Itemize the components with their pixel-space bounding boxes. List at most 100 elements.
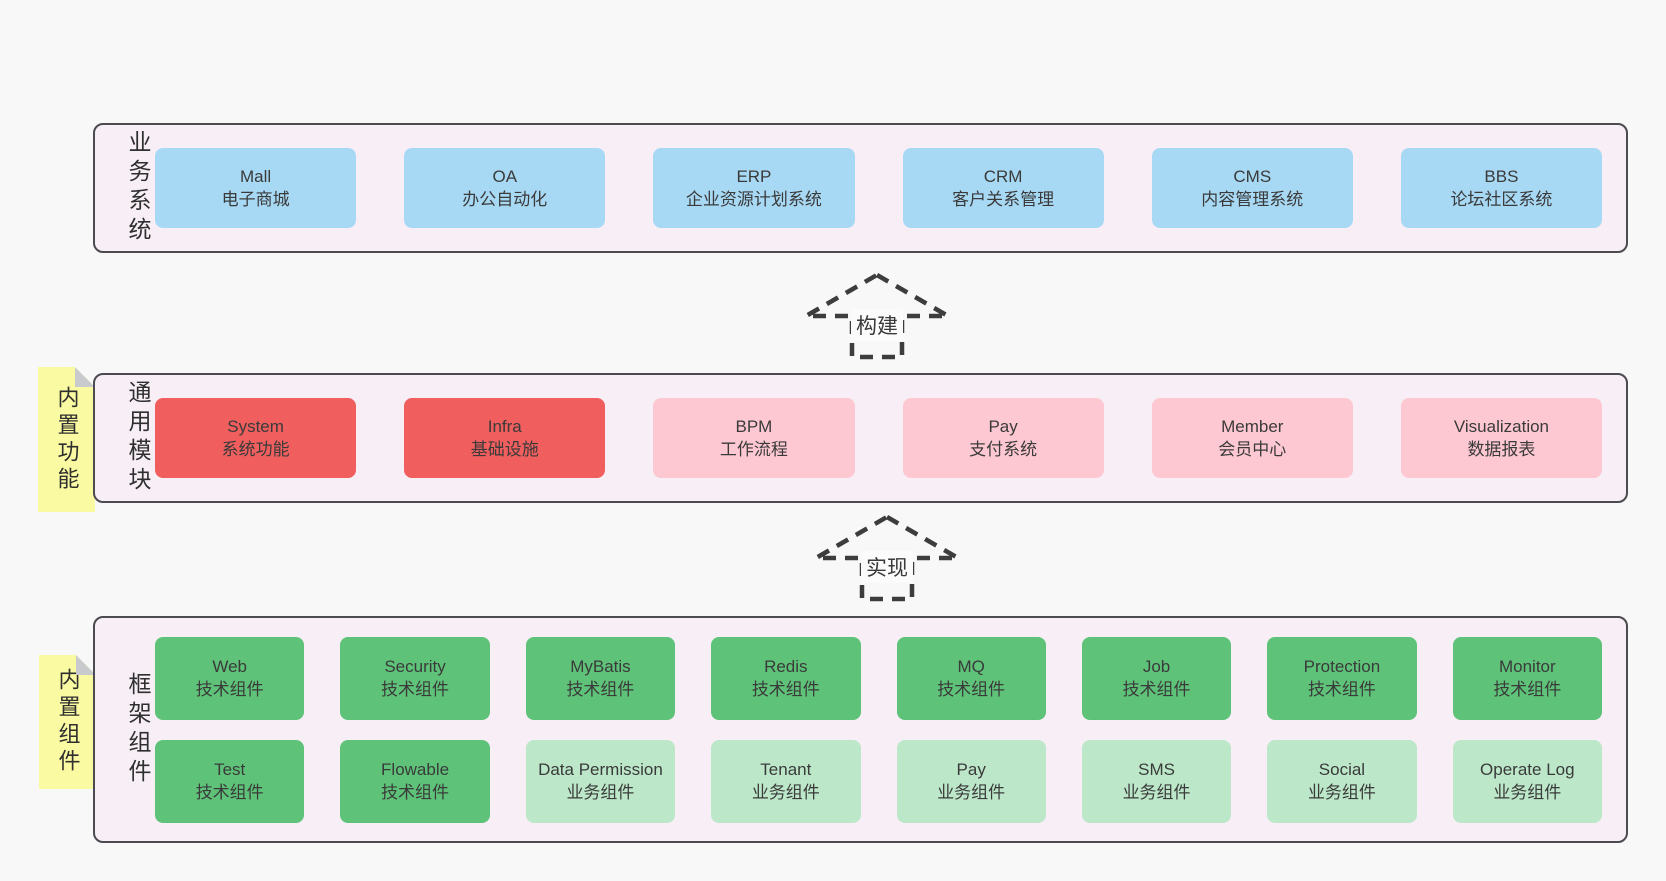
box-title: BPM xyxy=(735,416,773,436)
box-subtitle: 业务组件 xyxy=(751,783,820,802)
box-title: Data Permission xyxy=(538,759,663,779)
business-systems-panel: 业务系统 Mall 电子商城 OA 办公自动化 ERP 企业资源计划系统 CRM… xyxy=(93,123,1628,253)
framework-row-2: Test 技术组件 Flowable 技术组件 Data Permission … xyxy=(155,739,1602,823)
box-subtitle: 会员中心 xyxy=(1218,440,1287,459)
framework-row-1: Web 技术组件 Security 技术组件 MyBatis 技术组件 Redi… xyxy=(155,636,1602,720)
box-title: MQ xyxy=(957,656,985,676)
box-title: Web xyxy=(212,656,248,676)
box-title: Mall xyxy=(240,166,272,186)
box-title: BBS xyxy=(1484,166,1519,186)
box-subtitle: 业务组件 xyxy=(937,783,1006,802)
box-subtitle: 技术组件 xyxy=(195,680,264,699)
box-subtitle: 工作流程 xyxy=(719,440,788,459)
box-pay: Pay 支付系统 xyxy=(902,398,1104,478)
box-subtitle: 数据报表 xyxy=(1467,440,1536,459)
builtin-functions-note: 内置功能 xyxy=(38,367,95,512)
box-redis: Redis 技术组件 xyxy=(711,636,861,720)
box-subtitle: 技术组件 xyxy=(1122,680,1191,699)
business-systems-label: 业务系统 xyxy=(125,130,151,246)
box-test: Test 技术组件 xyxy=(155,739,305,823)
box-subtitle: 技术组件 xyxy=(566,680,635,699)
box-subtitle: 客户关系管理 xyxy=(952,190,1055,209)
framework-components-rows: Web 技术组件 Security 技术组件 MyBatis 技术组件 Redi… xyxy=(155,636,1602,823)
builtin-components-note: 内置组件 xyxy=(39,655,96,789)
box-cms: CMS 内容管理系统 xyxy=(1151,148,1353,228)
box-title: OA xyxy=(492,166,518,186)
common-modules-panel: 通用模块 System 系统功能 Infra 基础设施 BPM 工作流程 Pay… xyxy=(93,373,1628,503)
box-monitor: Monitor 技术组件 xyxy=(1452,636,1602,720)
box-title: Flowable xyxy=(381,759,450,779)
implement-arrow-label: 实现 xyxy=(861,551,913,583)
box-bpm: BPM 工作流程 xyxy=(653,398,855,478)
box-security: Security 技术组件 xyxy=(340,636,490,720)
builtin-functions-note-text: 内置功能 xyxy=(54,385,80,494)
build-arrow: 构建 xyxy=(802,272,952,360)
box-title: Infra xyxy=(487,416,522,436)
box-bbs: BBS 论坛社区系统 xyxy=(1400,148,1603,228)
box-title: Monitor xyxy=(1498,656,1556,676)
box-subtitle: 技术组件 xyxy=(937,680,1006,699)
box-subtitle: 技术组件 xyxy=(381,680,450,699)
box-crm: CRM 客户关系管理 xyxy=(902,148,1104,228)
box-title: System xyxy=(227,416,284,436)
box-subtitle: 电子商城 xyxy=(221,190,290,209)
box-subtitle: 业务组件 xyxy=(1307,783,1376,802)
box-mall: Mall 电子商城 xyxy=(155,148,357,228)
box-pay-component: Pay 业务组件 xyxy=(896,739,1046,823)
box-title: Operate Log xyxy=(1480,759,1575,779)
box-title: CRM xyxy=(983,166,1023,186)
box-subtitle: 企业资源计划系统 xyxy=(685,190,822,209)
box-subtitle: 系统功能 xyxy=(221,440,290,459)
folded-corner-icon xyxy=(75,367,95,387)
box-protection: Protection 技术组件 xyxy=(1267,636,1417,720)
box-title: ERP xyxy=(736,166,772,186)
box-title: SMS xyxy=(1138,759,1175,779)
box-title: Tenant xyxy=(760,759,812,779)
business-systems-boxes: Mall 电子商城 OA 办公自动化 ERP 企业资源计划系统 CRM 客户关系… xyxy=(155,148,1603,228)
box-job: Job 技术组件 xyxy=(1081,636,1232,720)
framework-components-panel: 框架组件 Web 技术组件 Security 技术组件 MyBatis 技术组件… xyxy=(93,616,1628,843)
framework-components-label: 框架组件 xyxy=(125,671,151,788)
box-title: Job xyxy=(1142,656,1171,676)
common-modules-label: 通用模块 xyxy=(125,380,151,496)
box-title: Social xyxy=(1318,759,1366,779)
box-infra: Infra 基础设施 xyxy=(404,398,606,478)
box-subtitle: 论坛社区系统 xyxy=(1450,190,1553,209)
box-mq: MQ 技术组件 xyxy=(896,636,1046,720)
box-visualization: Visualization 数据报表 xyxy=(1400,398,1603,478)
box-subtitle: 支付系统 xyxy=(969,440,1038,459)
builtin-components-note-text: 内置组件 xyxy=(55,668,81,776)
box-member: Member 会员中心 xyxy=(1151,398,1353,478)
box-erp: ERP 企业资源计划系统 xyxy=(653,148,855,228)
box-tenant: Tenant 业务组件 xyxy=(711,739,861,823)
box-title: Security xyxy=(384,656,446,676)
box-subtitle: 内容管理系统 xyxy=(1201,190,1304,209)
box-title: Protection xyxy=(1303,656,1381,676)
box-subtitle: 业务组件 xyxy=(1493,783,1562,802)
box-social: Social 业务组件 xyxy=(1267,739,1417,823)
box-web: Web 技术组件 xyxy=(155,636,305,720)
build-arrow-label: 构建 xyxy=(851,309,903,341)
common-modules-boxes: System 系统功能 Infra 基础设施 BPM 工作流程 Pay 支付系统… xyxy=(155,398,1603,478)
box-title: MyBatis xyxy=(570,656,631,676)
box-title: Pay xyxy=(956,759,986,779)
box-subtitle: 技术组件 xyxy=(1307,680,1376,699)
box-flowable: Flowable 技术组件 xyxy=(340,739,490,823)
box-subtitle: 技术组件 xyxy=(381,783,450,802)
implement-arrow: 实现 xyxy=(812,514,962,602)
box-subtitle: 办公自动化 xyxy=(462,190,548,209)
box-operate-log: Operate Log 业务组件 xyxy=(1452,739,1602,823)
box-mybatis: MyBatis 技术组件 xyxy=(525,636,676,720)
box-title: Pay xyxy=(988,416,1018,436)
box-system: System 系统功能 xyxy=(155,398,357,478)
box-subtitle: 基础设施 xyxy=(470,440,539,459)
box-oa: OA 办公自动化 xyxy=(404,148,606,228)
dashed-up-arrow-icon xyxy=(812,514,962,602)
box-subtitle: 技术组件 xyxy=(1493,680,1562,699)
box-subtitle: 业务组件 xyxy=(566,783,635,802)
box-title: Member xyxy=(1221,416,1284,436)
dashed-up-arrow-icon xyxy=(802,272,952,360)
box-sms: SMS 业务组件 xyxy=(1081,739,1232,823)
box-subtitle: 业务组件 xyxy=(1122,783,1191,802)
